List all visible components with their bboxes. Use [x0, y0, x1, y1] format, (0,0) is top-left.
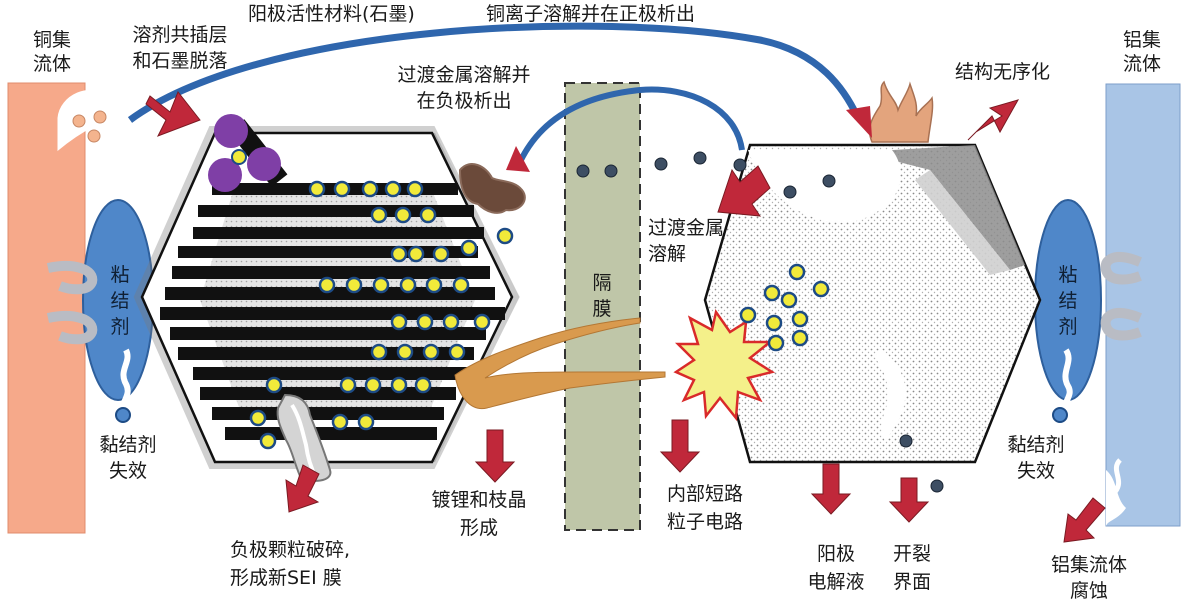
binder-hook — [1100, 308, 1142, 341]
cu-ion — [93, 110, 107, 124]
cu-collector-label: 铜集 流体 — [32, 29, 71, 75]
tm-ion — [930, 479, 944, 493]
separator-label: 隔 膜 — [592, 272, 612, 320]
purple-particle — [208, 158, 242, 192]
structure-disorder-label: 结构无序化 — [955, 61, 1051, 83]
cu-dissolution-bubble — [57, 89, 115, 152]
binder-hook — [46, 260, 98, 295]
li-ion — [231, 149, 247, 165]
arc-arrowhead — [846, 106, 872, 138]
cathode-particle — [703, 143, 1042, 464]
binder-crack — [120, 348, 131, 412]
tm-ion — [783, 185, 797, 199]
particle-crack-label: 负极颗粒破碎, 形成新SEI 膜 — [230, 539, 351, 589]
purple-particle — [247, 147, 281, 181]
al-collector-label: 铝集 流体 — [1122, 29, 1161, 75]
arc-arrowhead — [506, 146, 530, 172]
tm-ion — [899, 434, 913, 448]
lithium-dendrite — [454, 317, 666, 410]
tm-ion — [822, 174, 836, 188]
red-arrows — [145, 91, 1106, 543]
cu-ion — [87, 129, 101, 143]
cu-ion — [72, 114, 86, 128]
tm-migration-arc — [517, 86, 745, 164]
binder-crack — [1062, 348, 1073, 412]
short-circuit-burst-icon — [673, 308, 776, 422]
separator — [564, 82, 641, 531]
crack-interface-label: 开裂 界面 — [892, 543, 931, 593]
tm-dissolve-deposit-label: 过渡金属溶解并 在负极析出 — [397, 64, 531, 112]
solvent-cointercalation-label: 溶剂共插层 和石墨脱落 — [132, 24, 228, 72]
binder-failure-left-label: 黏结剂 失效 — [99, 434, 157, 482]
binder-failure-right-label: 黏结剂 失效 — [1007, 434, 1065, 482]
tm-ion — [693, 151, 707, 165]
flame-icon — [868, 80, 934, 143]
binder-hook — [46, 310, 98, 345]
cu-migration-arc — [127, 22, 862, 123]
binder-right-label: 粘 结 剂 — [1058, 264, 1078, 338]
transition-metal-deposit — [458, 163, 526, 214]
tm-ion — [654, 157, 668, 171]
anode-active-material-label: 阳极活性材料(石墨) — [248, 3, 415, 25]
tm-dissolution-label: 过渡金属 溶解 — [648, 217, 725, 265]
binder-left-label: 粘 结 剂 — [110, 264, 130, 338]
tm-ion — [604, 164, 618, 178]
binder-particle — [115, 407, 131, 423]
tm-ion — [733, 158, 747, 172]
purple-particle — [214, 114, 248, 148]
cu-ion-dissolution-label: 铜离子溶解并在正极析出 — [486, 3, 696, 25]
binder-particle — [1052, 407, 1068, 423]
binder-hook — [1100, 252, 1142, 285]
al-corrosion-notch — [1106, 470, 1126, 526]
al-corrosion-label: 铝集流体 腐蚀 — [1050, 554, 1127, 602]
li-plating-dendrite-label: 镀锂和枝晶 形成 — [431, 489, 527, 539]
internal-short-label: 内部短路 粒子电路 — [666, 483, 743, 533]
aluminum-current-collector — [1105, 83, 1181, 527]
anode-electrolyte-label: 阳极 电解液 — [807, 543, 865, 593]
copper-current-collector — [7, 82, 86, 534]
tm-ion — [576, 164, 590, 178]
